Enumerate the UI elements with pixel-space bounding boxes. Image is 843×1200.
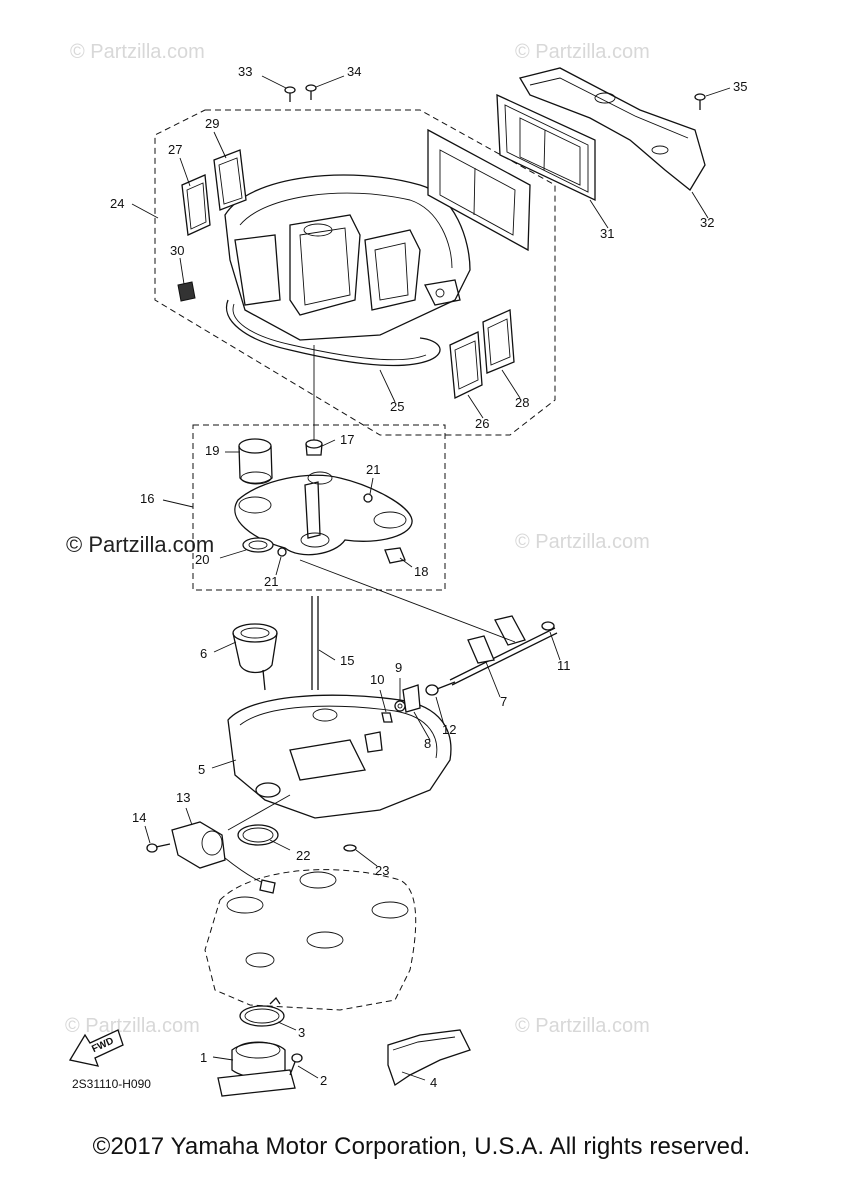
stud-15: [311, 596, 319, 690]
air-cleaner-case: [224, 174, 471, 341]
cover-32: [518, 67, 706, 191]
callout-24: 24: [110, 196, 124, 211]
group-boundary-16: [192, 424, 446, 591]
callout-15: 15: [340, 653, 354, 668]
watermark-faint: © Partzilla.com: [515, 1015, 650, 1037]
diagram-code: 2S31110-H090: [72, 1077, 151, 1091]
callout-27: 27: [168, 142, 182, 157]
grommet-21b: [277, 547, 287, 557]
joint-20: [242, 537, 274, 553]
callout-20: 20: [195, 552, 209, 567]
forward-arrow-icon: FWD: [68, 1029, 124, 1067]
screw-2: [289, 1053, 303, 1076]
callout-22: 22: [296, 848, 310, 863]
callout-11: 11: [557, 658, 571, 673]
screw-34: [305, 84, 317, 100]
callout-8: 8: [424, 736, 431, 751]
callout-9: 9: [395, 660, 402, 675]
nut-10: [381, 712, 393, 723]
callout-5: 5: [198, 762, 205, 777]
axis-line: [299, 559, 516, 643]
axis-line: [227, 794, 291, 831]
callout-26: 26: [475, 416, 489, 431]
watermark-faint: © Partzilla.com: [65, 1015, 200, 1037]
callout-10: 10: [370, 672, 384, 687]
bolt-12: [425, 681, 456, 696]
screw-33: [284, 86, 296, 102]
callout-13: 13: [176, 790, 190, 805]
group-boundary-24: [154, 109, 556, 436]
callout-12: 12: [442, 722, 456, 737]
screw-35: [694, 93, 706, 110]
sensor-13: [171, 821, 276, 894]
duct-4: [387, 1029, 471, 1087]
callout-21: 21: [366, 462, 380, 477]
gasket: [225, 299, 441, 367]
clip-18: [384, 547, 406, 564]
element-27: [181, 174, 211, 236]
callout-4: 4: [430, 1075, 437, 1090]
plate-8: [402, 684, 421, 713]
element-26: [449, 331, 483, 399]
callout-19: 19: [205, 443, 219, 458]
callout-32: 32: [700, 215, 714, 230]
callout-25: 25: [390, 399, 404, 414]
watermark-faint: © Partzilla.com: [515, 41, 650, 63]
watermark-faint: © Partzilla.com: [70, 41, 205, 63]
joint-6: [232, 623, 278, 691]
callout-34: 34: [347, 64, 361, 79]
callout-21: 21: [264, 574, 278, 589]
element-sheet: [427, 128, 531, 252]
callout-17: 17: [340, 432, 354, 447]
washer-9: [394, 700, 406, 712]
callout-18: 18: [414, 564, 428, 579]
watermark-faint: © Partzilla.com: [515, 531, 650, 553]
callout-2: 2: [320, 1073, 327, 1088]
joint-19: [238, 438, 273, 485]
copyright-notice: ©2017 Yamaha Motor Corporation, U.S.A. A…: [92, 1133, 751, 1160]
callout-28: 28: [515, 395, 529, 410]
callout-16: 16: [140, 491, 154, 506]
grommet-17: [305, 439, 323, 456]
callout-6: 6: [200, 646, 207, 661]
watermark-main: © Partzilla.com: [66, 532, 214, 557]
gasket-inner: [232, 303, 427, 361]
cylinder-head-outline: [204, 869, 417, 1011]
callout-35: 35: [733, 79, 747, 94]
callout-labels: 1 2 3 4 5 6 7 8 9 10 11 12 13 14 15 16 1…: [110, 64, 747, 1090]
callout-33: 33: [238, 64, 252, 79]
callout-3: 3: [298, 1025, 305, 1040]
leader-lines: [131, 75, 731, 1081]
callout-31: 31: [600, 226, 614, 241]
grommet-21a: [363, 493, 373, 503]
o-ring-22: [237, 824, 279, 846]
element-28: [482, 309, 515, 374]
clamp-3: [239, 996, 285, 1027]
collar-11: [541, 621, 555, 631]
o-ring-23: [343, 844, 357, 852]
callout-29: 29: [205, 116, 219, 131]
element-29: [213, 149, 247, 211]
joint-1: [217, 1041, 296, 1097]
callout-23: 23: [375, 863, 389, 878]
shaft-7: [449, 615, 558, 686]
callout-30: 30: [170, 243, 184, 258]
element-31: [496, 93, 596, 202]
callout-14: 14: [132, 810, 146, 825]
cap-30: [177, 281, 196, 302]
throttle-body-case: [227, 694, 452, 819]
screw-14: [146, 843, 171, 853]
callout-1: 1: [200, 1050, 207, 1065]
callout-7: 7: [500, 694, 507, 709]
